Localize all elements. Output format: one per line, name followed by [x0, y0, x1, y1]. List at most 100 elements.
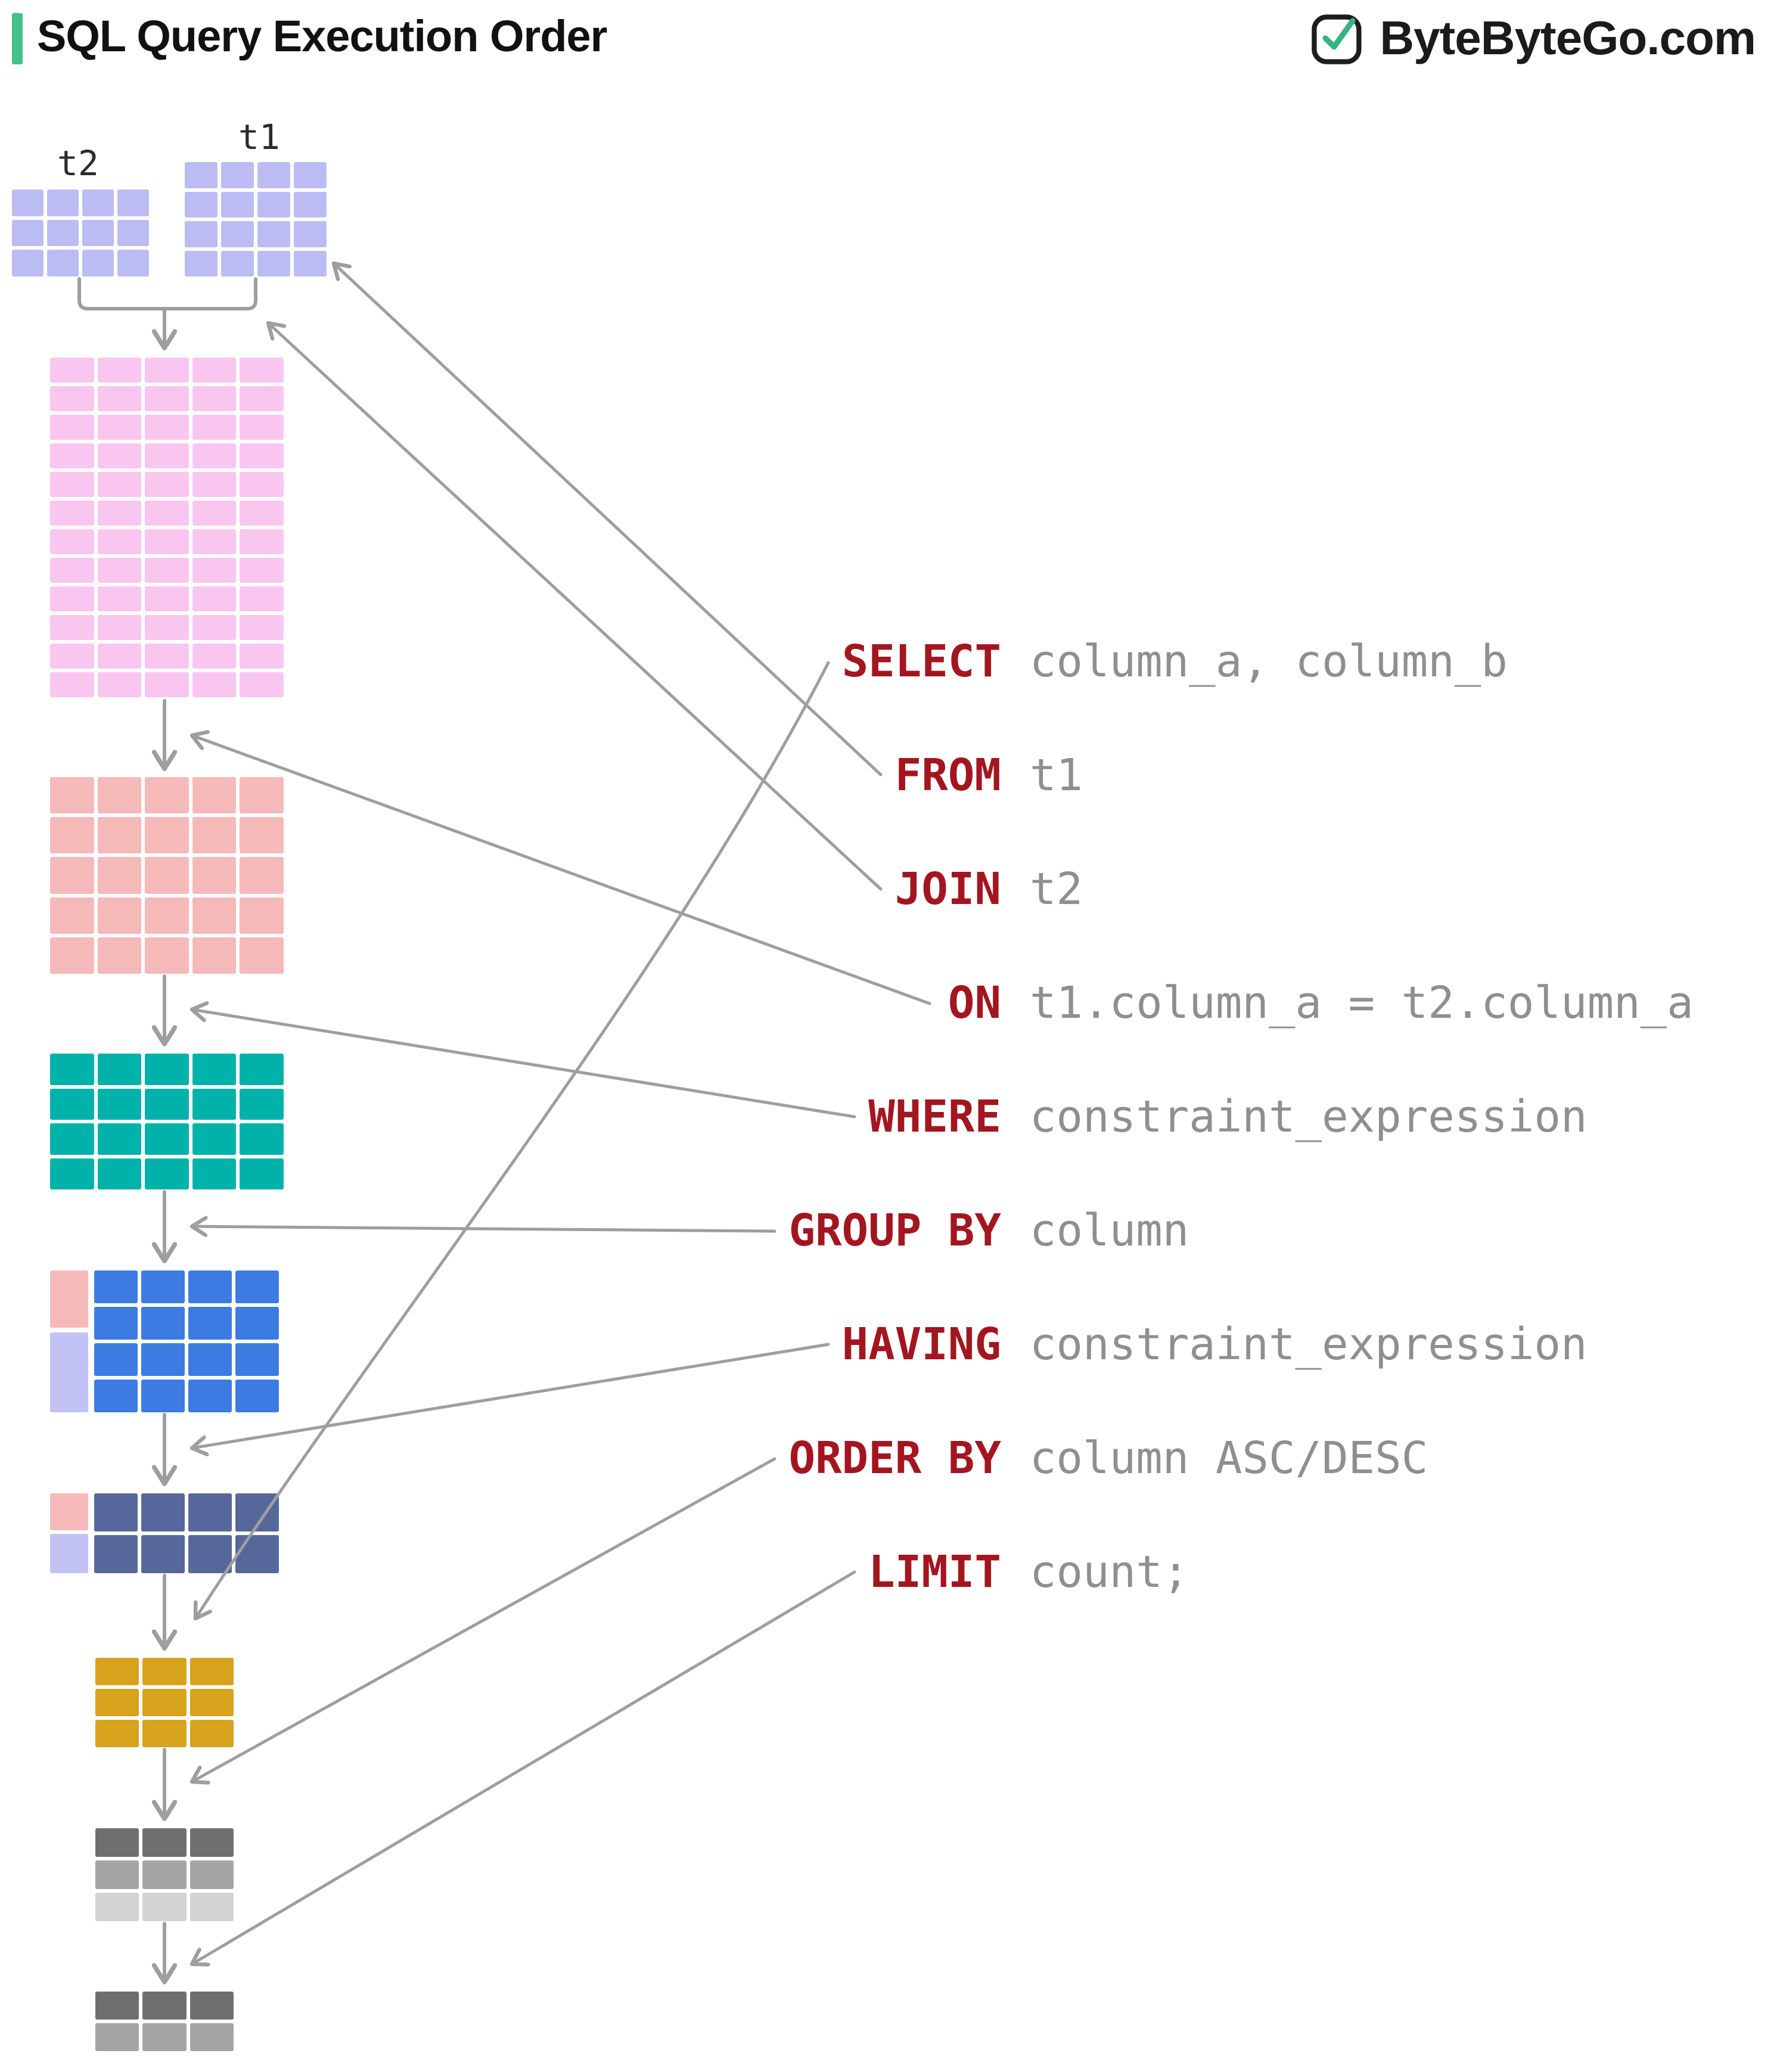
table-cell — [257, 250, 290, 277]
having-result-grid — [94, 1493, 279, 1573]
table-cell — [240, 777, 284, 814]
table-cell — [97, 558, 142, 583]
table-cell — [145, 644, 189, 669]
table-cell — [145, 672, 189, 697]
table-cell — [47, 250, 79, 277]
table-cell — [12, 250, 44, 277]
table-cell — [82, 219, 114, 247]
table-cell — [240, 386, 284, 411]
table-cell — [192, 897, 237, 934]
clause-argument: constraint_expression — [1030, 1091, 1588, 1142]
table-cell — [50, 501, 94, 526]
table-cell — [192, 1158, 237, 1189]
join-result-grid — [50, 358, 284, 697]
table-cell — [221, 221, 254, 247]
table-cell — [189, 1992, 234, 2020]
table-cell — [117, 250, 149, 277]
clause-having: HAVING constraint_expression — [596, 1315, 1588, 1374]
table-cell — [294, 221, 327, 247]
table-cell — [145, 415, 189, 440]
table-cell — [240, 1088, 284, 1120]
table-cell — [94, 1380, 138, 1412]
table-cell — [50, 615, 94, 640]
table-cell — [141, 1343, 185, 1376]
clause-keyword: SELECT — [841, 636, 1001, 687]
table-cell — [185, 250, 218, 277]
table-cell — [192, 386, 237, 411]
clause-order-by: ORDER BY column ASC/DESC — [596, 1428, 1428, 1488]
table-cell — [50, 777, 94, 814]
table-cell — [142, 2023, 187, 2051]
table-cell — [145, 777, 189, 814]
table-cell — [97, 358, 142, 383]
clause-keyword: LIMIT — [868, 1546, 1001, 1598]
table-cell — [94, 1270, 138, 1303]
clause-keyword: JOIN — [894, 863, 1001, 915]
table-cell — [192, 817, 237, 854]
table-cell — [95, 1828, 139, 1857]
table-cell — [50, 937, 94, 974]
table-cell — [50, 472, 94, 497]
having-side-cell-lavender — [50, 1534, 88, 1573]
table-cell — [145, 386, 189, 411]
table-t1-label: t1 — [238, 117, 280, 157]
table-cell — [82, 250, 114, 277]
table-cell — [97, 644, 142, 669]
table-cell — [192, 358, 237, 383]
table-cell — [145, 615, 189, 640]
table-cell — [97, 529, 142, 554]
clause-argument: constraint_expression — [1030, 1319, 1588, 1370]
table-cell — [240, 501, 284, 526]
table-cell — [97, 897, 142, 934]
table-cell — [97, 615, 142, 640]
table-cell — [185, 162, 218, 188]
clause-argument: t1 — [1030, 750, 1083, 801]
table-cell — [117, 190, 149, 216]
table-cell — [240, 644, 284, 669]
group-side-cell-pink — [50, 1270, 88, 1328]
table-cell — [50, 817, 94, 854]
table-cell — [50, 1088, 94, 1120]
table-cell — [97, 472, 142, 497]
table-cell — [240, 615, 284, 640]
table-cell — [97, 817, 142, 854]
merge-bracket-t2 — [77, 277, 166, 310]
table-cell — [97, 443, 142, 468]
table-cell — [141, 1270, 185, 1303]
having-side-cell-pink — [50, 1493, 88, 1530]
table-cell — [192, 937, 237, 974]
clause-keyword: ORDER BY — [788, 1433, 1001, 1484]
table-cell — [142, 1893, 187, 1921]
table-cell — [50, 857, 94, 894]
table-cell — [50, 897, 94, 934]
table-cell — [185, 191, 218, 218]
table-cell — [192, 472, 237, 497]
table-cell — [240, 472, 284, 497]
table-cell — [240, 857, 284, 894]
connector-from-to-t1 — [334, 263, 883, 776]
table-cell — [95, 1689, 139, 1716]
table-cell — [257, 191, 290, 218]
table-cell — [192, 415, 237, 440]
table-cell — [142, 1720, 187, 1747]
table-cell — [142, 1689, 187, 1716]
table-cell — [192, 586, 237, 611]
table-cell — [50, 672, 94, 697]
table-cell — [97, 1054, 142, 1085]
merge-bracket-t1 — [163, 277, 257, 310]
table-cell — [240, 1054, 284, 1085]
table-cell — [145, 529, 189, 554]
table-cell — [95, 1658, 139, 1685]
table-cell — [192, 1054, 237, 1085]
table-cell — [188, 1270, 232, 1303]
table-cell — [189, 2023, 234, 2051]
table-cell — [145, 897, 189, 934]
clause-select: SELECT column_a, column_b — [596, 632, 1508, 691]
table-cell — [294, 191, 327, 218]
table-cell — [97, 386, 142, 411]
table-cell — [141, 1493, 185, 1532]
table-cell — [188, 1343, 232, 1376]
group-by-result-grid — [94, 1270, 279, 1412]
table-cell — [192, 1123, 237, 1155]
